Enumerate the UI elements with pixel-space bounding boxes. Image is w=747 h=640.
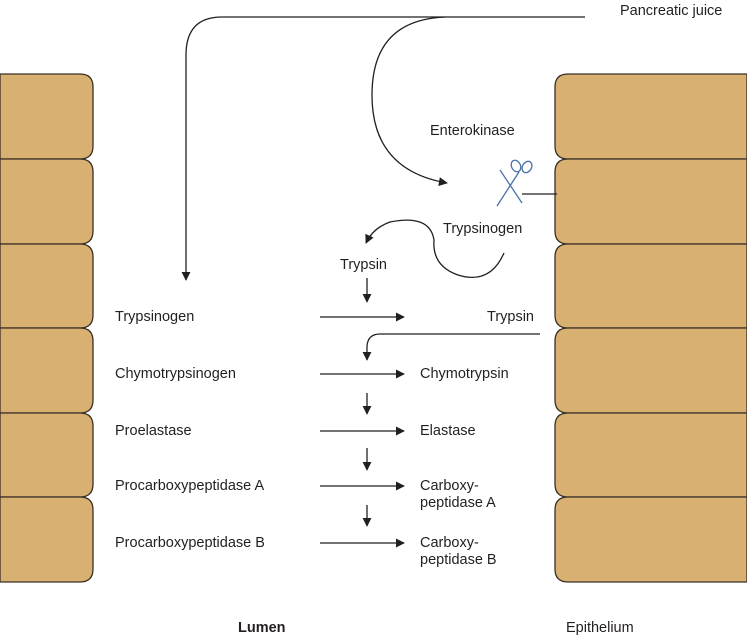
precursor-procarboxypeptidase-b: Procarboxypeptidase B — [115, 535, 265, 551]
scissors-blade — [499, 169, 523, 204]
scissors-handle — [510, 159, 522, 173]
enterokinase-label: Enterokinase — [430, 123, 515, 139]
pancreatic-juice-label: Pancreatic juice — [620, 3, 723, 19]
left-epithelium-cells — [0, 73, 94, 583]
right-cell — [554, 327, 747, 414]
right-cell — [554, 496, 747, 583]
left-cell — [0, 73, 94, 160]
precursor-proelastase: Proelastase — [115, 423, 192, 439]
pancreatic-juice-line — [181, 16, 585, 281]
trypsin-product-label: Trypsin — [487, 309, 534, 325]
right-epithelium-cells — [554, 73, 747, 583]
product-carboxypeptidase-a: Carboxy- peptidase A — [420, 478, 496, 511]
epithelium-label: Epithelium — [566, 620, 634, 636]
right-cell — [554, 73, 747, 160]
left-cell — [0, 243, 94, 329]
left-cell — [0, 496, 94, 583]
right-cell — [554, 158, 747, 245]
precursor-trypsinogen: Trypsinogen — [115, 309, 195, 325]
left-cell — [0, 412, 94, 498]
product-elastase: Elastase — [420, 423, 476, 439]
trypsinogen-to-trypsin-curve — [365, 219, 505, 279]
left-cell — [0, 158, 94, 245]
product-chymotrypsin: Chymotrypsin — [420, 366, 509, 382]
brush-border-trypsinogen-label: Trypsinogen — [443, 221, 523, 237]
trypsin-activation-arrow — [362, 333, 540, 361]
to-enterokinase-arrow — [371, 16, 448, 187]
product-carboxypeptidase-b: Carboxy- peptidase B — [420, 535, 497, 568]
scissors-handle — [521, 160, 533, 174]
left-cell — [0, 327, 94, 414]
scissors-blade — [496, 171, 520, 207]
trypsin-top-label: Trypsin — [340, 257, 387, 273]
scissors-icon — [496, 159, 557, 207]
precursor-procarboxypeptidase-a: Procarboxypeptidase A — [115, 478, 265, 494]
right-cell — [554, 412, 747, 498]
precursor-chymotrypsinogen: Chymotrypsinogen — [115, 366, 236, 382]
lumen-label: Lumen — [238, 620, 286, 636]
right-cell — [554, 243, 747, 329]
